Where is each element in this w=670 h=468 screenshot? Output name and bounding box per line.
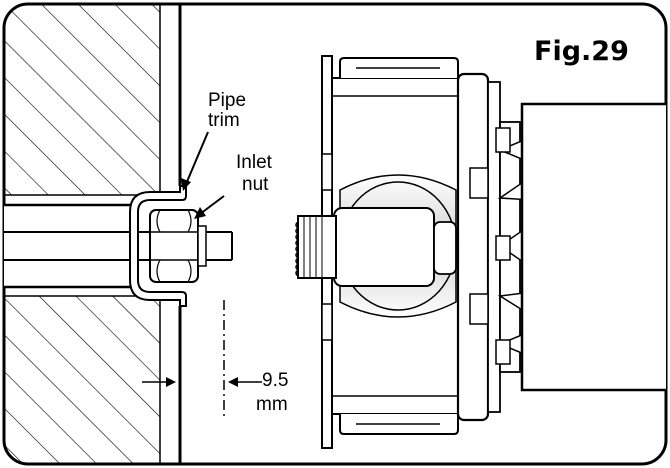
inlet-nut-label-line1: Inlet: [236, 152, 273, 173]
dimension-marker: [142, 300, 262, 420]
pipe-trim: [129, 185, 187, 307]
threaded-inlet: [295, 215, 337, 279]
inlet-nut-label-line2: nut: [242, 174, 269, 195]
clamp-ring: [456, 72, 501, 422]
pipe-trim-label-line2: trim: [208, 110, 240, 131]
pipe-trim-label-line1: Pipe: [208, 90, 246, 111]
pipe-trim-leader: [181, 131, 209, 191]
dimension-unit-label: mm: [256, 394, 288, 415]
dimension-value-label: 9.5: [262, 370, 288, 391]
inlet-nut-leader: [194, 195, 225, 219]
valve-body: [321, 55, 459, 449]
control-housing: [520, 102, 666, 392]
figure-label: Fig.29: [534, 36, 629, 67]
inlet-nut: [149, 209, 207, 283]
wall-section: [4, 4, 161, 464]
